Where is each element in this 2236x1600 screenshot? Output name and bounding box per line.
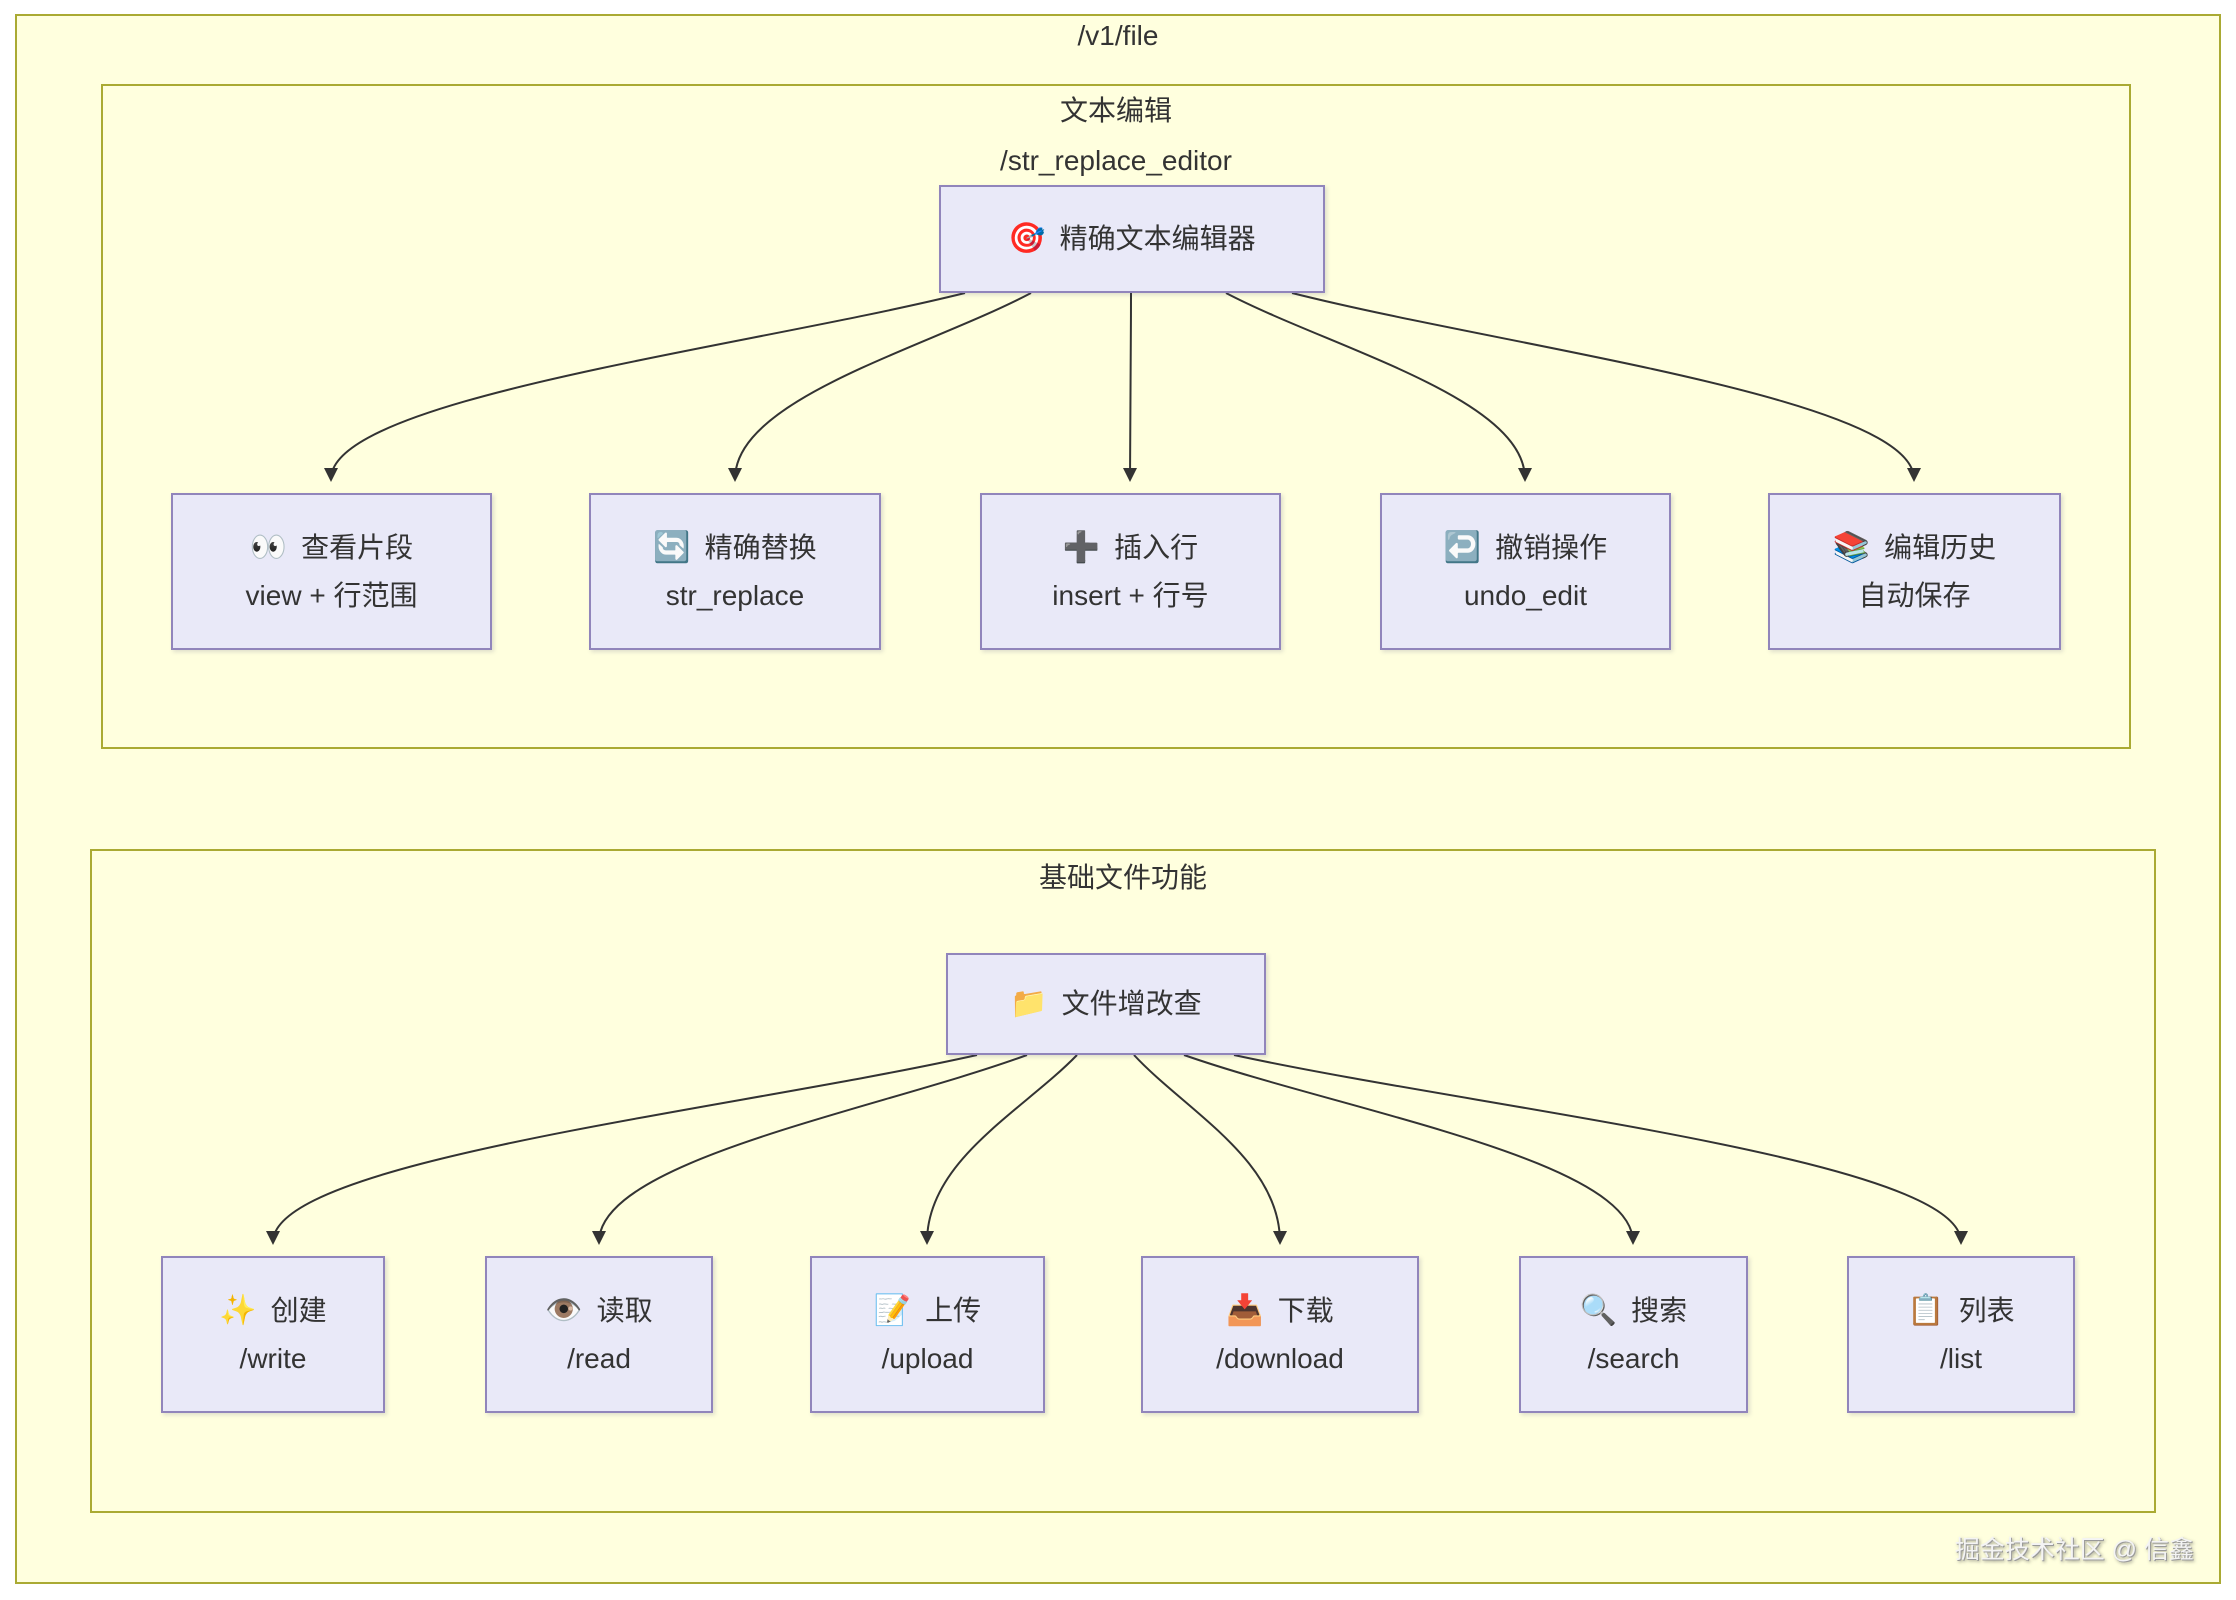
node-label: 读取	[596, 1294, 653, 1326]
node-view: 👀 查看片段 view + 行范围	[171, 493, 492, 650]
inbox-download-icon: 📥	[1226, 1293, 1264, 1327]
node-sublabel: /download	[1216, 1342, 1344, 1374]
node-sublabel: str_replace	[665, 579, 805, 611]
node-list: 📋 列表 /list	[1847, 1256, 2075, 1413]
eye-icon: 👁️	[545, 1293, 583, 1327]
node-label: 编辑历史	[1884, 531, 1997, 563]
target-icon: 🎯	[1008, 222, 1046, 255]
watermark: 掘金技术社区 @ 信鑫	[1954, 1536, 2194, 1564]
node-undo-edit: ↩️ 撤销操作 undo_edit	[1380, 493, 1671, 650]
plus-icon: ➕	[1062, 530, 1101, 564]
node-label: 插入行	[1114, 531, 1199, 563]
cluster-basic-file: 基础文件功能	[90, 849, 2156, 1513]
node-sublabel: undo_edit	[1463, 579, 1587, 611]
node-label: 列表	[1958, 1294, 2015, 1326]
node-sublabel: view + 行范围	[245, 579, 418, 611]
cluster-text-edit-title: 文本编辑	[1059, 95, 1172, 126]
node-sublabel: /list	[1940, 1342, 1982, 1374]
node-sublabel: /write	[239, 1342, 307, 1374]
cluster-v1-file-title: /v1/file	[1077, 20, 1159, 51]
node-label: 查看片段	[301, 531, 414, 563]
clipboard-icon: 📋	[1907, 1293, 1945, 1327]
memo-icon: 📝	[873, 1293, 912, 1327]
node-read: 👁️ 读取 /read	[485, 1256, 713, 1413]
node-str-replace: 🔄 精确替换 str_replace	[589, 493, 881, 650]
node-sublabel: insert + 行号	[1052, 579, 1209, 611]
node-precise-text-editor: 🎯 精确文本编辑器	[939, 185, 1325, 293]
node-label: 撤销操作	[1495, 531, 1608, 563]
node-sublabel: /read	[567, 1342, 631, 1374]
sparkles-icon: ✨	[219, 1293, 257, 1327]
node-upload: 📝 上传 /upload	[810, 1256, 1045, 1413]
node-search: 🔍 搜索 /search	[1519, 1256, 1748, 1413]
folder-icon: 📁	[1010, 987, 1048, 1020]
magnifier-icon: 🔍	[1579, 1293, 1618, 1327]
cluster-basic-file-title: 基础文件功能	[1038, 862, 1207, 893]
cluster-text-edit-subtitle: /str_replace_editor	[1000, 145, 1232, 176]
node-label: 上传	[925, 1294, 982, 1326]
node-label: 精确替换	[704, 531, 817, 563]
node-label: 精确文本编辑器	[1059, 223, 1256, 254]
node-insert: ➕ 插入行 insert + 行号	[980, 493, 1281, 650]
undo-icon: ↩️	[1443, 530, 1482, 564]
node-label: 文件增改查	[1061, 988, 1202, 1019]
node-sublabel: 自动保存	[1858, 579, 1971, 611]
node-sublabel: /upload	[881, 1342, 974, 1374]
node-label: 下载	[1277, 1294, 1334, 1326]
arrows-cycle-icon: 🔄	[653, 530, 691, 564]
node-download: 📥 下载 /download	[1141, 1256, 1419, 1413]
node-sublabel: /search	[1587, 1342, 1680, 1374]
eyes-icon: 👀	[249, 530, 288, 564]
node-label: 创建	[270, 1294, 327, 1326]
node-write: ✨ 创建 /write	[161, 1256, 385, 1413]
books-icon: 📚	[1832, 530, 1871, 564]
node-edit-history: 📚 编辑历史 自动保存	[1768, 493, 2061, 650]
node-file-crud: 📁 文件增改查	[946, 953, 1266, 1055]
node-label: 搜索	[1631, 1294, 1688, 1326]
